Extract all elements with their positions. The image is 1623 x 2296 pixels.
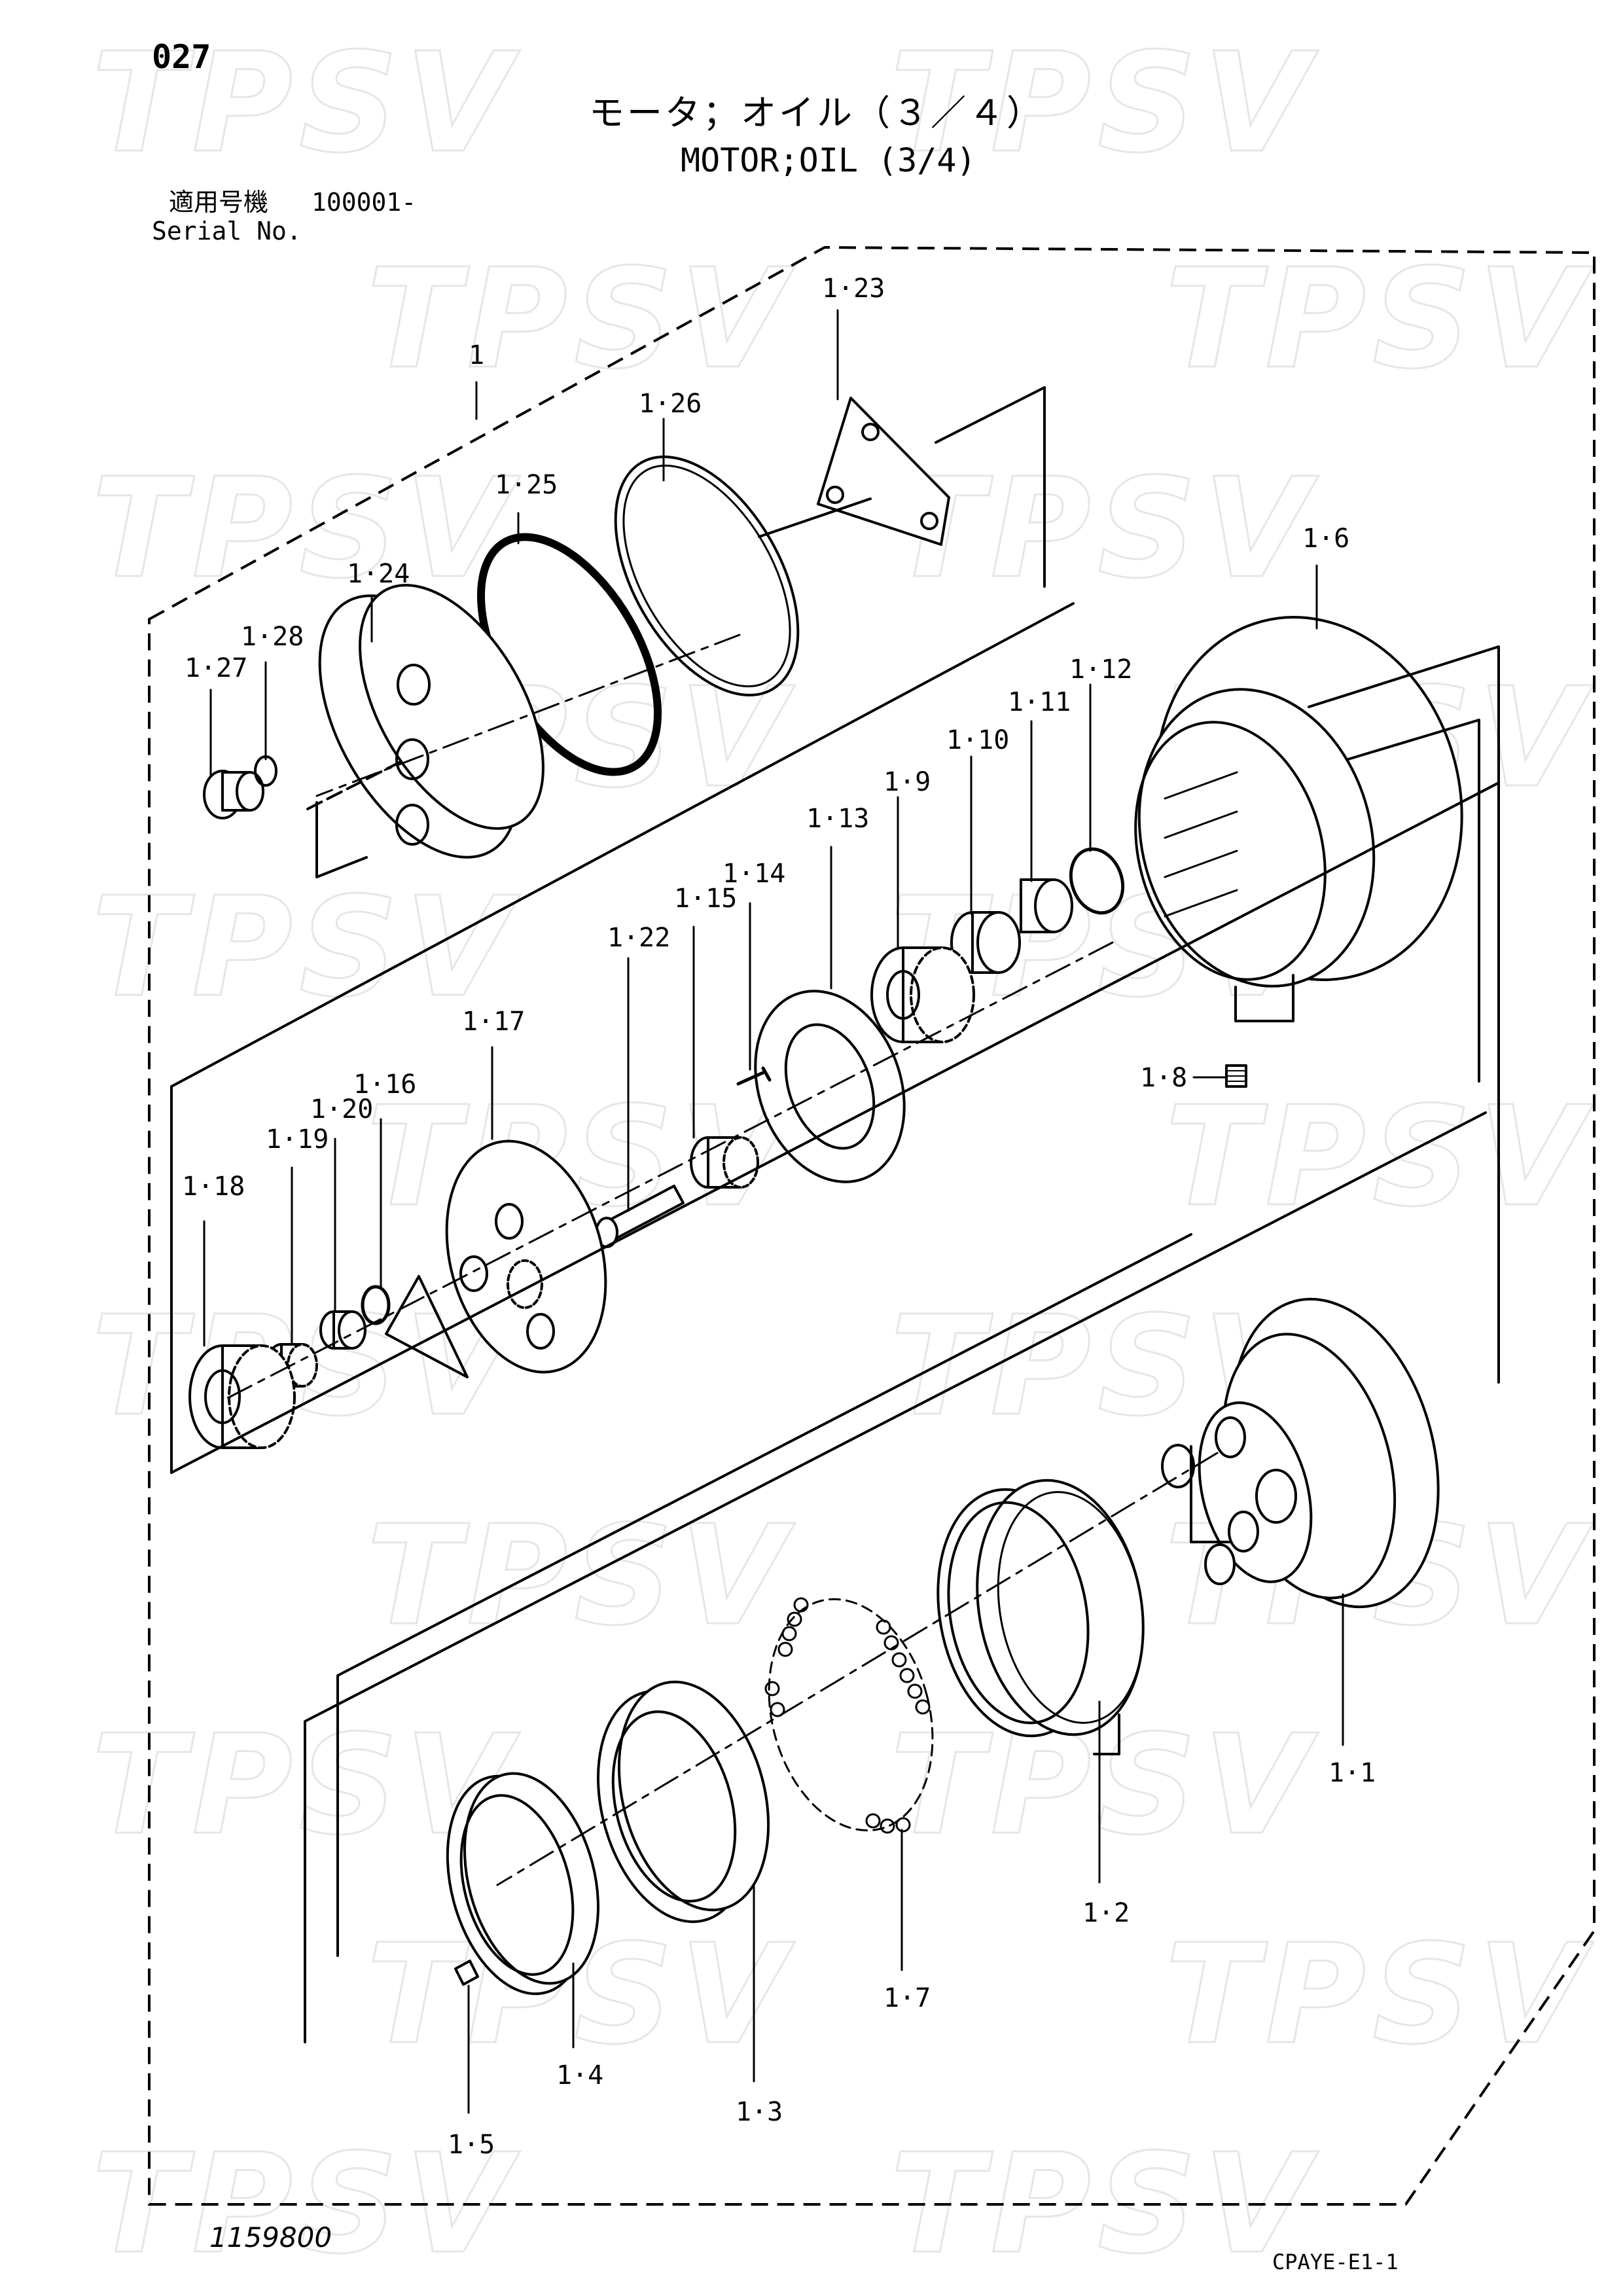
callout-labels: 1 1·23 1·26 1·25 1·24 1·28 1·27 1·6 1·12… xyxy=(182,274,1376,2160)
bracket-planet xyxy=(170,602,1075,1474)
callout-label: 1·14 xyxy=(722,859,785,889)
watermark-text: TPSV xyxy=(1165,239,1594,399)
thrust-plate-part-1-13 xyxy=(754,990,906,1183)
gear-part-1-9 xyxy=(870,946,975,1043)
callout-label: 1·9 xyxy=(883,767,931,797)
callout-label: 1·17 xyxy=(462,1007,525,1037)
assembly-boundary xyxy=(148,245,1596,2206)
serial-label: Serial No. xyxy=(152,217,302,245)
watermark-text: TPSV xyxy=(890,23,1319,183)
cover-part-1-24 xyxy=(318,584,544,859)
callout-label: 1·3 xyxy=(736,2097,783,2127)
leader-carrier-pin xyxy=(385,1275,469,1378)
motor-body-part-1-1 xyxy=(1161,1297,1440,1609)
washer-part-1-12 xyxy=(1069,847,1125,915)
page-title-japanese: モータ；オイル（３／４） xyxy=(589,92,1044,134)
callout-label: 1·7 xyxy=(883,1983,931,2013)
watermark-text: TPSV xyxy=(890,448,1319,609)
callout-label: 1·11 xyxy=(1008,687,1071,717)
callout-label: 1·23 xyxy=(822,274,885,304)
callout-label: 1·6 xyxy=(1302,524,1349,554)
callout-label: 1·25 xyxy=(495,470,558,500)
o-ring-part-1-28 xyxy=(254,755,277,787)
watermark-text: TPSV xyxy=(92,1705,520,1865)
plug-part-1-27 xyxy=(203,770,264,819)
page-number: 027 xyxy=(152,38,211,76)
bracket-1-6 xyxy=(1308,645,1500,1384)
watermark-text: TPSV xyxy=(92,448,520,609)
bracket-lower xyxy=(304,1111,1487,2043)
leader-cover-pattern xyxy=(315,801,368,878)
watermark-text: TPSV xyxy=(366,1496,795,1656)
carrier-part-1-17 xyxy=(445,1139,607,1374)
callout-label: 1·18 xyxy=(182,1172,245,1202)
bracket-1-23-b xyxy=(935,386,1046,588)
watermark-text: TPSV xyxy=(1165,1077,1594,1237)
callout-label: 1·28 xyxy=(241,622,304,652)
watermark-text: TPSV xyxy=(1165,1914,1594,2075)
ring-nut-part-1-4 xyxy=(446,1772,599,1996)
bracket-1-6-b xyxy=(1347,719,1480,1083)
bracket-1-1 xyxy=(1190,1445,1232,1543)
leader-1-8 xyxy=(1234,974,1294,1022)
main-bearing-part-1-3 xyxy=(596,1680,770,1924)
callout-label: 1·15 xyxy=(674,884,737,914)
callout-label: 1·24 xyxy=(347,559,410,589)
callout-label: 1·8 xyxy=(1140,1063,1187,1093)
bracket-planet-b xyxy=(170,781,1500,1474)
callout-label: 1·13 xyxy=(806,804,869,834)
plate-part-1-23 xyxy=(817,397,950,546)
callout-label: 1·5 xyxy=(448,2130,495,2160)
callout-label: 1·16 xyxy=(353,1069,416,1100)
callout-label: 1·10 xyxy=(946,725,1009,755)
housing-part-1-6 xyxy=(1134,616,1463,988)
washer-part-1-16 xyxy=(361,1285,391,1325)
callout-label: 1·20 xyxy=(310,1094,373,1124)
watermark-text: TPSV xyxy=(366,239,795,399)
watermark-text: TPSV xyxy=(890,1705,1319,1865)
callout-label: 1 xyxy=(469,340,484,370)
callout-label: 1·27 xyxy=(185,653,247,683)
sheet-code: CPAYE-E1-1 xyxy=(1272,2250,1399,2274)
callout-label: 1·12 xyxy=(1069,655,1132,685)
serial-number-value: 100001- xyxy=(312,188,417,217)
callout-label: 1·22 xyxy=(607,923,670,953)
bracket-1-2 xyxy=(1093,1713,1120,1755)
ring-band-part-1-2 xyxy=(936,1479,1145,1738)
callout-label: 1·19 xyxy=(266,1124,329,1155)
callout-label: 1·26 xyxy=(639,389,702,419)
serial-label-japanese: 適用号機 xyxy=(169,188,269,217)
callout-label: 1·4 xyxy=(556,2060,603,2090)
bracket-lower-b xyxy=(336,1233,1192,1957)
set-screw-part-1-5 xyxy=(454,1960,479,1986)
bushing-part-1-11 xyxy=(1020,878,1073,933)
sun-gear-part-1-15 xyxy=(690,1136,759,1189)
callout-label: 1·2 xyxy=(1082,1898,1130,1928)
screw-part-1-14 xyxy=(736,1066,772,1086)
callout-label: 1·1 xyxy=(1329,1758,1376,1788)
planet-gear-part-1-18 xyxy=(188,1344,296,1449)
watermark-text: TPSV xyxy=(92,23,520,183)
bracket-1-23 xyxy=(758,497,872,538)
drawing-number: 1159800 xyxy=(209,2221,332,2253)
watermark-text: TPSV xyxy=(92,867,520,1028)
snap-ring-part-1-26 xyxy=(614,455,800,697)
steel-balls-part-1-7 xyxy=(764,1597,934,1834)
page-title: MOTOR;OIL (3/4) xyxy=(681,141,976,179)
plug-part-1-8 xyxy=(1225,1064,1247,1088)
leader-lines xyxy=(203,309,1344,2114)
